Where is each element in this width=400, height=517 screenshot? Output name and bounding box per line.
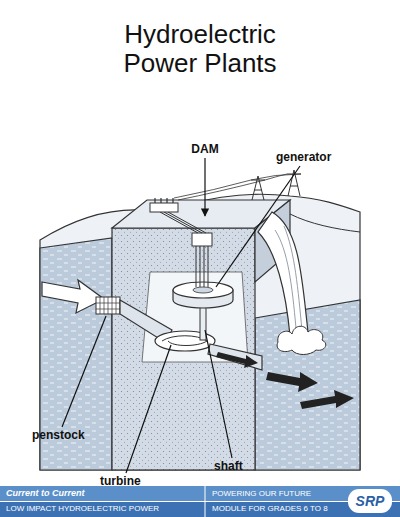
splash <box>277 326 326 354</box>
junction-box <box>192 233 212 246</box>
distant-hill <box>290 214 360 232</box>
footer-module: LOW IMPACT HYDROELECTRIC POWER <box>6 504 201 514</box>
footer-grades: MODULE FOR GRADES 6 TO 8 <box>212 504 347 514</box>
inflow-arrow <box>42 280 104 313</box>
transformer-insulators <box>155 198 173 203</box>
grate-bars <box>96 297 120 314</box>
footer-rule <box>0 501 400 502</box>
intake-grate <box>96 297 120 314</box>
leader-line <box>204 158 205 216</box>
footer-band <box>0 502 400 517</box>
part-label: generator <box>276 150 366 164</box>
leader-lines <box>62 158 300 473</box>
power-lines <box>174 174 301 200</box>
logo-text: SRP <box>348 493 392 509</box>
leader-line <box>205 330 232 458</box>
footer-band <box>0 486 400 501</box>
footer-series: Current to Current <box>6 488 201 499</box>
outflow-arrow <box>216 352 258 368</box>
generator-hub <box>193 287 213 293</box>
outflow-pipe <box>208 344 262 370</box>
riser-cables <box>160 212 206 233</box>
part-label: shaft <box>214 459 284 473</box>
leader-line <box>62 316 106 427</box>
footer-divider <box>205 486 206 517</box>
footer-theme: POWERING OUR FUTURE <box>212 489 347 499</box>
waterfall <box>258 212 308 336</box>
leader-line <box>216 166 300 287</box>
power-cables <box>196 246 208 287</box>
leader-line <box>126 345 171 473</box>
river-arrow <box>300 390 354 409</box>
generator-top <box>173 282 233 298</box>
river-arrow <box>266 372 318 392</box>
page-title: Hydroelectric Power Plants <box>90 20 310 78</box>
part-label: penstock <box>32 428 112 442</box>
transformer <box>150 203 178 212</box>
part-label: DAM <box>180 142 230 156</box>
hills <box>40 194 360 470</box>
logo-badge <box>348 489 392 513</box>
part-label: turbine <box>100 474 180 488</box>
waterfall-streaks <box>275 226 302 330</box>
